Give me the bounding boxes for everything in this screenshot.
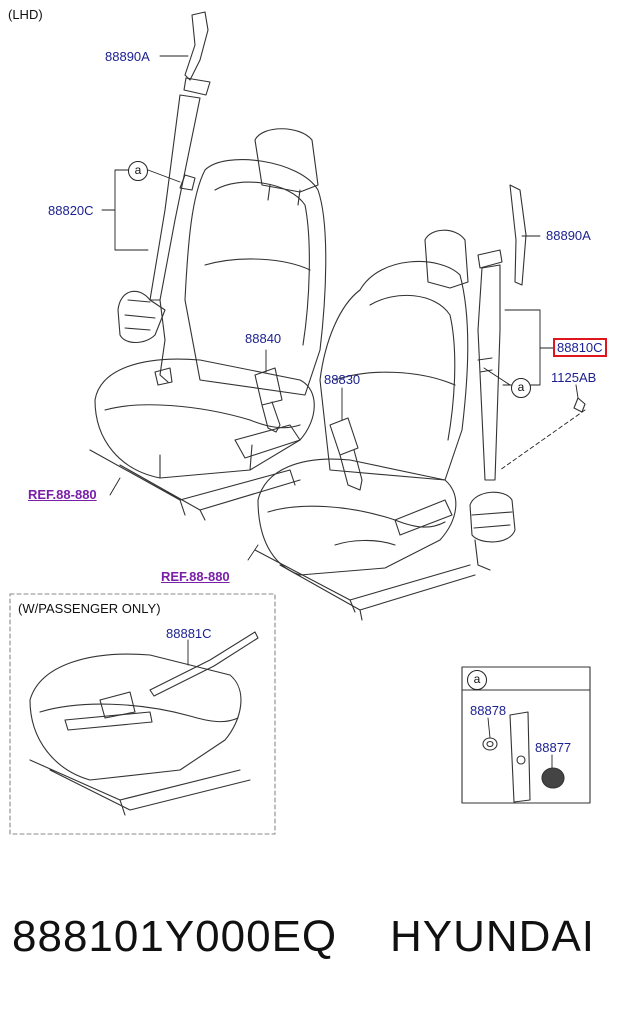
inset-label: (W/PASSENGER ONLY) <box>18 601 161 616</box>
part-label-upper-anchor-right[interactable]: 88890A <box>546 228 591 243</box>
part-label-cap-small[interactable]: 88878 <box>470 703 507 718</box>
left-buckle-drawing <box>254 367 283 433</box>
left-seat-drawing <box>89 128 327 521</box>
part-label-sensor-cable[interactable]: 88881C <box>166 626 212 641</box>
footer-brand: HYUNDAI <box>390 912 596 961</box>
variant-label: (LHD) <box>8 7 43 22</box>
callout-a-right: a <box>511 378 531 398</box>
ref-link-right[interactable]: REF.88-880 <box>161 569 230 584</box>
callout-a-detail: a <box>467 670 487 690</box>
seat-belt-diagram <box>9 11 591 835</box>
part-label-bolt[interactable]: 1125AB <box>551 370 597 385</box>
ref-link-left[interactable]: REF.88-880 <box>28 487 97 502</box>
part-label-belt-assy-right-highlighted[interactable]: 88810C <box>553 338 607 357</box>
part-label-buckle-right[interactable]: 88830 <box>324 372 361 387</box>
right-buckle-drawing <box>329 417 363 491</box>
footer-part-number: 888101Y000EQ <box>12 912 338 961</box>
callout-a-left: a <box>128 161 148 181</box>
right-belt-drawing <box>469 184 586 571</box>
passenger-inset <box>9 593 276 835</box>
part-label-cap-large[interactable]: 88877 <box>535 740 572 755</box>
part-label-belt-assy-left[interactable]: 88820C <box>48 203 94 218</box>
caps-inset <box>461 666 591 804</box>
left-belt-drawing <box>117 11 211 386</box>
right-seat-drawing <box>254 229 476 621</box>
part-label-upper-anchor-left[interactable]: 88890A <box>105 49 150 64</box>
part-label-buckle-left[interactable]: 88840 <box>245 331 282 346</box>
